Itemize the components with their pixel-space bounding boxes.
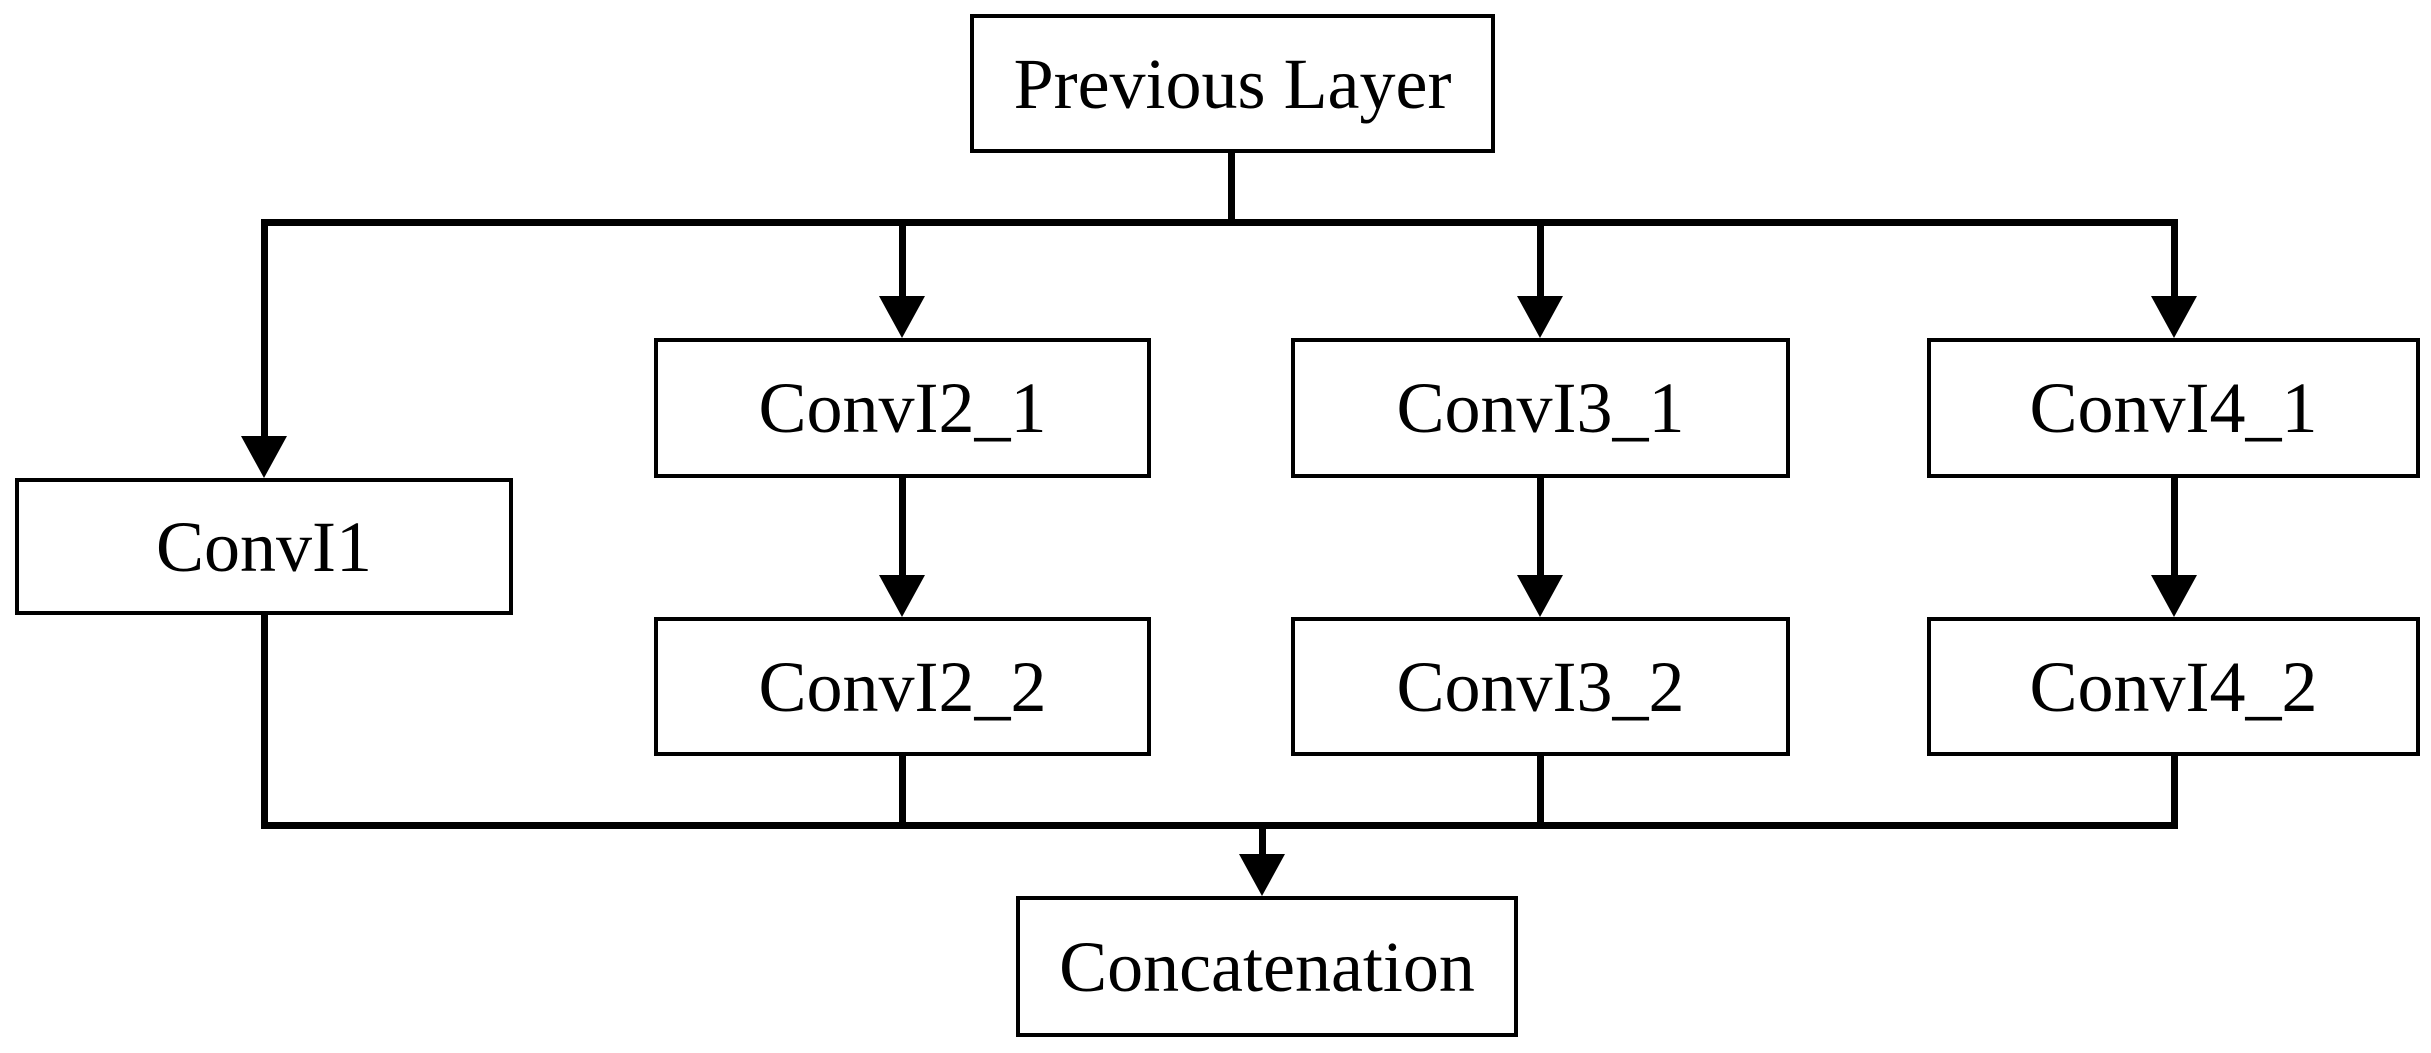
node-conv-i2-2: ConvI2_2 [654,617,1151,756]
arrowhead-into-concatenation [1239,854,1285,896]
edge-conv-i2-2-to-bus-line [899,753,906,829]
edge-conv-i3-2-to-bus-line [1537,753,1544,829]
edge-conv-i4-1-to-conv-i4-2-line [2171,475,2178,580]
node-previous-layer: Previous Layer [970,14,1495,153]
node-conv-i2-1-label: ConvI2_1 [758,368,1047,448]
edge-conv-i2-1-to-conv-i2-2-line [899,475,906,580]
node-conv-i4-2-label: ConvI4_2 [2029,646,2318,727]
bottom-bus-line [261,822,2178,829]
node-conv-i4-1-label: ConvI4_1 [2029,368,2318,448]
arrowhead-into-conv-i4-2 [2151,575,2197,617]
edge-bus-to-conv-i2-1-line [899,219,906,300]
node-conv-i4-1: ConvI4_1 [1927,338,2420,478]
node-previous-layer-label: Previous Layer [1013,43,1452,124]
node-conv-i2-2-label: ConvI2_2 [758,646,1047,727]
arrowhead-into-conv-i2-2 [879,575,925,617]
node-concatenation: Concatenation [1016,896,1518,1037]
edge-bus-to-concatenation-line [1259,822,1266,858]
node-conv-i4-2: ConvI4_2 [1927,617,2420,756]
edge-bus-to-conv-i3-1-line [1537,219,1544,300]
edge-conv-i1-to-bus-line [261,612,268,829]
arrowhead-into-conv-i4-1 [2151,296,2197,338]
arrowhead-into-conv-i2-1 [879,296,925,338]
node-conv-i2-1: ConvI2_1 [654,338,1151,478]
edge-bus-to-conv-i1-line [261,219,268,440]
node-conv-i3-1: ConvI3_1 [1291,338,1790,478]
node-concatenation-label: Concatenation [1059,926,1475,1007]
arrowhead-into-conv-i3-2 [1517,575,1563,617]
top-bus-line [261,219,2178,226]
edge-bus-to-conv-i4-1-line [2171,219,2178,300]
node-conv-i3-2: ConvI3_2 [1291,617,1790,756]
arrowhead-into-conv-i1 [241,436,287,478]
node-conv-i1-label: ConvI1 [156,506,372,587]
edge-conv-i3-1-to-conv-i3-2-line [1537,475,1544,580]
node-conv-i3-2-label: ConvI3_2 [1396,646,1685,727]
arrowhead-into-conv-i3-1 [1517,296,1563,338]
edge-conv-i4-2-to-bus-line [2171,753,2178,829]
edge-previous-layer-to-bus-line [1228,150,1235,226]
node-conv-i1: ConvI1 [15,478,513,615]
node-conv-i3-1-label: ConvI3_1 [1396,368,1685,448]
